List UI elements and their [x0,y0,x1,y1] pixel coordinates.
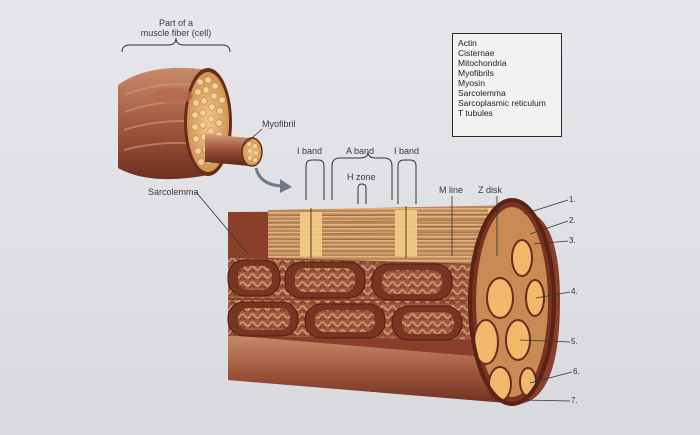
word-bank-item: Sarcolemma [458,88,506,98]
sarcolemma-label: Sarcolemma [148,187,199,197]
m-line-label: M line [439,185,464,195]
number-label: 3. [569,236,576,245]
word-bank-item: Sarcoplasmic reticulum [458,98,546,108]
curved-arrow-icon [254,167,292,193]
h-zone-label: H zone [347,172,376,182]
number-label: 6. [573,367,580,376]
word-bank-item: Myofibrils [458,68,494,78]
large-fiber-illustration [227,198,560,406]
number-label: 5. [571,337,578,346]
sarcolemma-leader [195,191,249,255]
fiber-bracket [121,37,231,53]
number-label: 7. [571,396,578,405]
fiber-segment-illustration [118,67,263,180]
word-bank-item: Myosin [458,78,485,88]
word-bank-box: Actin Cisternae Mitochondria Myofibrils … [452,33,562,137]
word-bank-item: T tubules [458,108,493,118]
number-leaders [519,199,573,402]
i-band-left-label: I band [297,146,323,156]
word-bank-item: Actin [458,38,477,48]
word-bank-item: Mitochondria [458,58,507,68]
part-of-fiber-label: Part of a muscle fiber (cell) [140,18,212,38]
number-label: 2. [569,216,576,225]
z-disk-label: Z disk [478,185,503,195]
myofibril-leader [243,128,263,146]
number-label: 4. [571,287,578,296]
i-band-right-label: I band [394,146,420,156]
a-band-label: A band [346,146,375,156]
word-bank-item: Cisternae [458,48,495,58]
myofibril-label: Myofibril [262,119,296,129]
band-brackets [305,151,417,204]
number-label: 1. [569,195,576,204]
